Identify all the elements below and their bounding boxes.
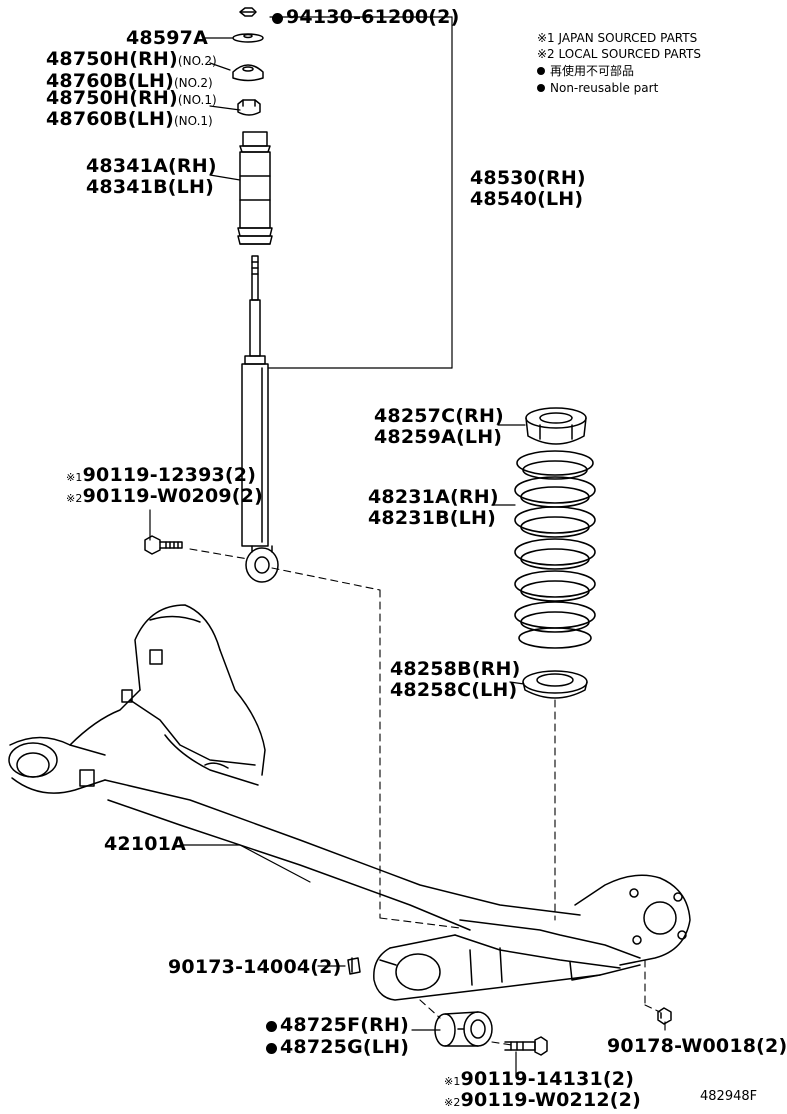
note-nonreusable-en: Non-reusable part [537, 80, 658, 96]
label-90119-w0209: ※290119-W0209(2) [66, 485, 263, 507]
label-48341b: 48341B(LH) [86, 176, 214, 198]
label-48257c: 48257C(RH) [374, 405, 504, 427]
dashed-alignment-lines [189, 548, 661, 1046]
nonreusable-dot-icon [537, 67, 545, 75]
bump-stopper-boot [237, 131, 273, 245]
rear-axle-beam [8, 604, 691, 1001]
shock-bolt [144, 535, 183, 555]
label-42101a: 42101A [104, 833, 187, 855]
label-48750h-no1: 48750H(RH)(NO.1) [46, 87, 217, 109]
nonreusable-dot-icon [266, 1021, 277, 1032]
label-48760b-no2: 48760B(LH)(NO.2) [46, 70, 213, 92]
nonreusable-dot-icon [266, 1043, 277, 1054]
lower-spring-seat [522, 670, 588, 699]
label-90119-14131: ※190119-14131(2) [444, 1068, 635, 1090]
label-48750h-no2: 48750H(RH)(NO.2) [46, 48, 217, 70]
label-48258b: 48258B(RH) [390, 658, 521, 680]
label-90173-14004: 90173-14004(2) [168, 956, 342, 978]
label-94130-61200: 94130-61200(2) [272, 6, 459, 28]
label-48540: 48540(LH) [470, 188, 584, 210]
label-48259a: 48259A(LH) [374, 426, 503, 448]
coil-spring [514, 450, 596, 649]
nut-90178 [657, 1007, 672, 1025]
lower-bolt [504, 1036, 548, 1056]
label-48597a: 48597A [126, 27, 209, 49]
exploded-view-diagram [8, 7, 691, 1076]
note-japan-sourced: ※1 JAPAN SOURCED PARTS [537, 31, 698, 45]
label-48760b-no1: 48760B(LH)(NO.1) [46, 108, 213, 130]
note-local-sourced: ※2 LOCAL SOURCED PARTS [537, 47, 701, 61]
label-90119-12393: ※190119-12393(2) [66, 464, 257, 486]
leader-lines [149, 16, 666, 1076]
diagram-id: 482948F [700, 1089, 758, 1104]
upper-spring-seat [525, 407, 587, 445]
label-90119-w0212: ※290119-W0212(2) [444, 1089, 641, 1111]
nonreusable-dot-icon [537, 84, 545, 92]
upper-mount-parts [232, 7, 264, 116]
label-48258c: 48258C(LH) [390, 679, 518, 701]
label-48725f: 48725F(RH) [266, 1014, 409, 1036]
spacer-90173 [347, 957, 361, 975]
note-nonreusable-jp: 再使用不可部品 [537, 63, 634, 79]
label-48231a: 48231A(RH) [368, 486, 499, 508]
bushing [434, 1011, 493, 1047]
shock-absorber [241, 255, 279, 583]
label-48725g: 48725G(LH) [266, 1036, 409, 1058]
nonreusable-dot-icon [272, 13, 283, 24]
label-48530: 48530(RH) [470, 167, 586, 189]
label-48341a: 48341A(RH) [86, 155, 217, 177]
label-48231b: 48231B(LH) [368, 507, 496, 529]
label-90178-w0018: 90178-W0018(2) [607, 1035, 787, 1057]
